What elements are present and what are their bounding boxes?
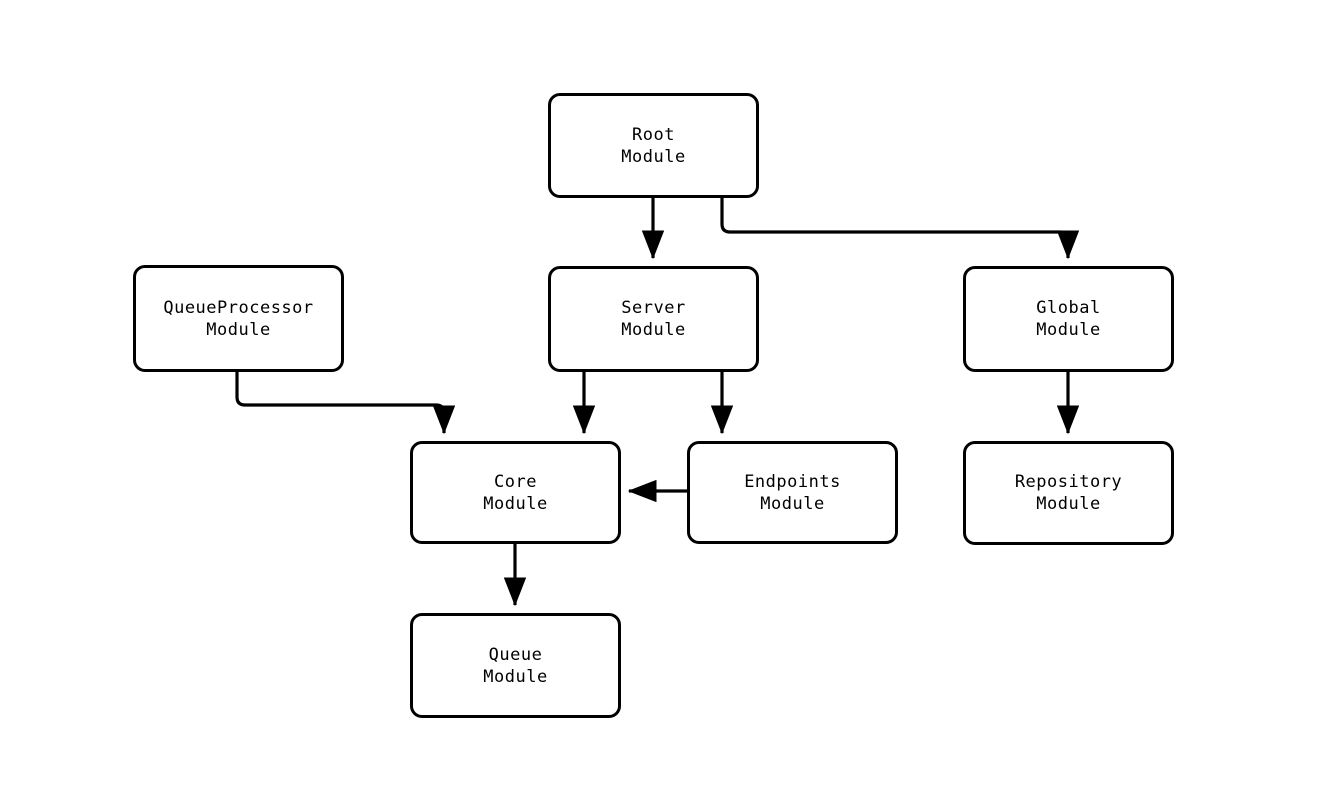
node-label-line2: Module xyxy=(483,493,548,514)
node-server-module[interactable]: Server Module xyxy=(548,266,759,372)
node-label-line1: Queue xyxy=(488,644,543,665)
node-queueprocessor-module[interactable]: QueueProcessor Module xyxy=(133,265,344,372)
node-label-line2: Module xyxy=(1036,320,1101,340)
node-label-line2: Module xyxy=(621,320,686,340)
node-global-module[interactable]: Global Module xyxy=(963,266,1174,372)
node-core-module[interactable]: Core Module xyxy=(410,441,621,544)
node-label-line1: Server xyxy=(621,298,686,318)
node-queue-module[interactable]: Queue Module xyxy=(410,613,621,718)
node-endpoints-module[interactable]: Endpoints Module xyxy=(687,441,898,544)
node-label-line2: Module xyxy=(206,319,271,340)
node-label-line1: Global xyxy=(1036,298,1101,318)
node-label-line1: Root xyxy=(632,124,675,145)
node-label-line1: Endpoints xyxy=(744,471,841,492)
node-label-line1: QueueProcessor xyxy=(163,297,314,318)
node-repository-module[interactable]: Repository Module xyxy=(963,441,1174,545)
edge-queueprocessor-to-core xyxy=(235,372,456,435)
node-label-line2: Module xyxy=(621,146,686,167)
node-label-line2: Module xyxy=(760,493,825,514)
edge-root-to-global xyxy=(720,198,1080,260)
node-label-line2: Module xyxy=(483,666,548,687)
node-label-line1: Core xyxy=(494,471,537,492)
node-label-line2: Module xyxy=(1036,494,1101,514)
node-root-module[interactable]: Root Module xyxy=(548,93,759,198)
node-label-line1: Repository xyxy=(1014,472,1123,492)
